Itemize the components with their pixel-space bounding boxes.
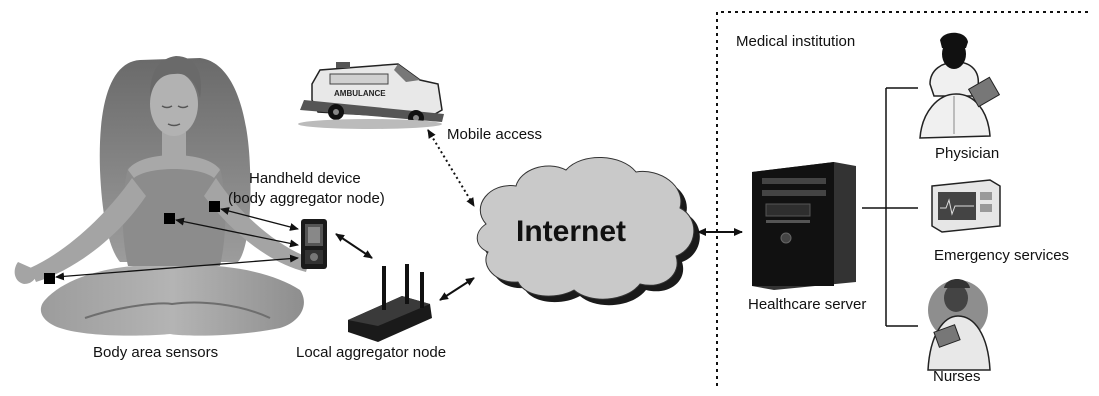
sensor-links <box>55 207 299 281</box>
handheld-device-label: Handheld device <box>249 170 361 187</box>
sensor-shoulder-icon <box>209 201 220 212</box>
local-aggregator-node-label: Local aggregator node <box>296 344 446 361</box>
router-internet-link <box>439 277 475 301</box>
body-area-sensors-label: Body area sensors <box>93 344 218 361</box>
wireless-router-icon <box>348 264 432 342</box>
emergency-services-label: Emergency services <box>934 247 1069 264</box>
medical-institution-boundary <box>716 11 1092 386</box>
medical-institution-label: Medical institution <box>736 33 855 50</box>
sensor-wrist-icon <box>44 273 55 284</box>
sensor-chest-icon <box>164 213 175 224</box>
physician-icon <box>919 32 1001 139</box>
handheld-device-sublabel: (body aggregator node) <box>228 190 385 207</box>
woman-meditating-icon <box>14 56 310 336</box>
ambulance-icon: AMBULANCE <box>298 62 444 129</box>
mobile-access-label: Mobile access <box>447 126 542 143</box>
handheld-device-icon <box>301 219 327 269</box>
internet-cloud-icon <box>476 157 700 306</box>
healthcare-server-label: Healthcare server <box>748 296 866 313</box>
server-tower-icon <box>752 162 856 290</box>
nurse-icon <box>927 279 991 371</box>
server-staff-connector <box>862 87 918 327</box>
handheld-router-link <box>335 233 373 259</box>
ambulance-text: AMBULANCE <box>334 89 386 98</box>
internet-label: Internet <box>516 215 626 248</box>
patient-monitor-icon <box>931 179 1001 233</box>
nurses-label: Nurses <box>933 368 981 385</box>
physician-label: Physician <box>935 145 999 162</box>
